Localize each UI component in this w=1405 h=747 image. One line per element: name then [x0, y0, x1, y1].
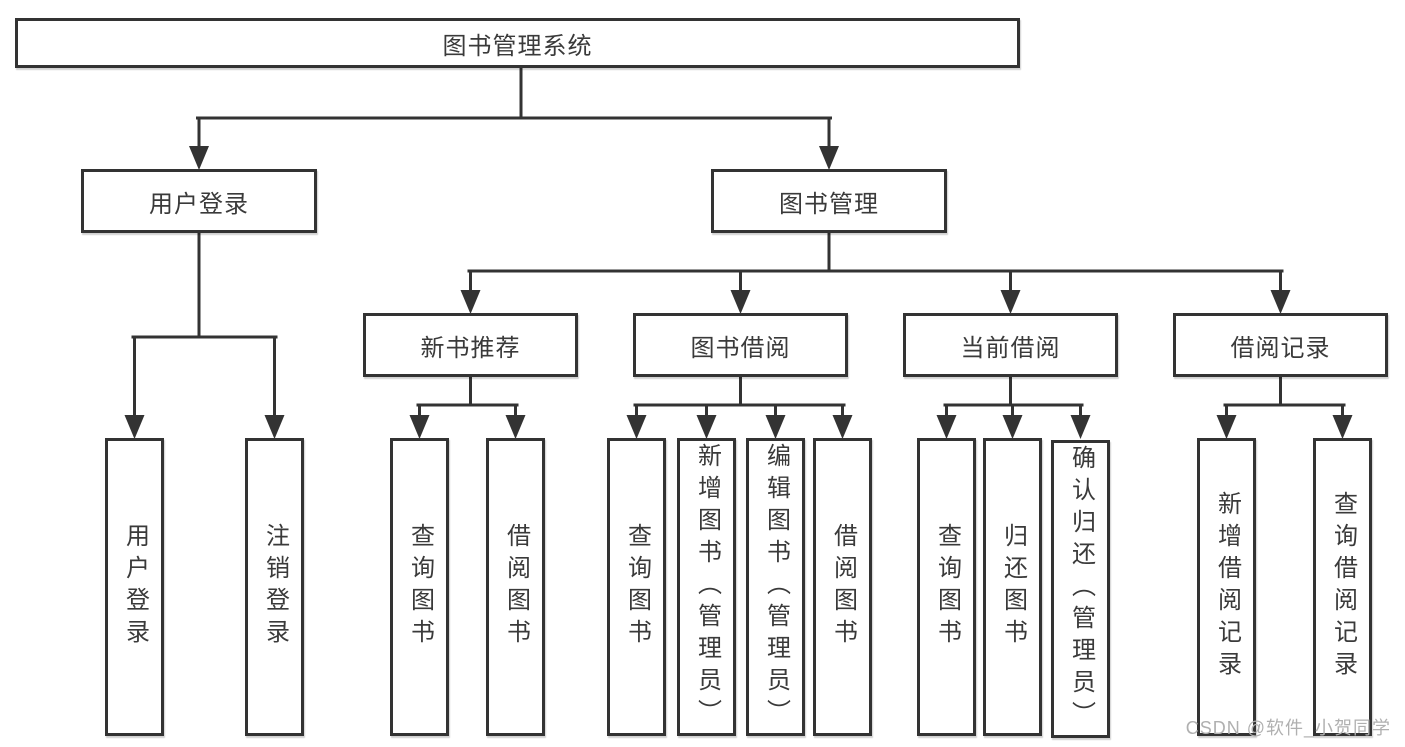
node-user-login: 用户登录 — [81, 169, 317, 233]
node-book-borrowing-label: 图书借阅 — [690, 334, 791, 362]
leaf-current-return-books-label: 归还图书 — [999, 523, 1027, 651]
node-user-login-label: 用户登录 — [149, 190, 249, 218]
leaf-borrow-edit-books-admin-label: 编辑图书（管理员） — [762, 443, 790, 731]
leaf-newrec-query-books: 查询图书 — [390, 438, 449, 736]
leaf-borrow-add-books-admin: 新增图书（管理员） — [677, 438, 736, 736]
leaf-current-query-books: 查询图书 — [917, 438, 976, 736]
leaf-records-query-record: 查询借阅记录 — [1313, 438, 1372, 736]
leaf-logout-label: 注销登录 — [261, 523, 289, 651]
node-borrowing-records-label: 借阅记录 — [1230, 334, 1331, 362]
node-book-borrowing: 图书借阅 — [633, 313, 848, 377]
node-new-book-recommend: 新书推荐 — [363, 313, 578, 377]
node-book-management: 图书管理 — [711, 169, 947, 233]
leaf-records-query-record-label: 查询借阅记录 — [1329, 491, 1357, 683]
leaf-newrec-query-books-label: 查询图书 — [406, 523, 434, 651]
leaf-borrow-borrow-books-label: 借阅图书 — [829, 523, 857, 651]
csdn-watermark: CSDN @软件_小贺同学 — [1185, 718, 1391, 738]
leaf-borrow-edit-books-admin: 编辑图书（管理员） — [746, 438, 805, 736]
leaf-borrow-add-books-admin-label: 新增图书（管理员） — [693, 443, 721, 731]
leaf-newrec-borrow-books-label: 借阅图书 — [502, 523, 530, 651]
node-root-label: 图书管理系统 — [442, 32, 593, 60]
leaf-records-add-record: 新增借阅记录 — [1197, 438, 1256, 736]
leaf-current-confirm-return-admin: 确认归还（管理员） — [1051, 440, 1110, 738]
leaf-user-login-label: 用户登录 — [121, 523, 149, 651]
leaf-borrow-query-books: 查询图书 — [607, 438, 666, 736]
node-new-book-recommend-label: 新书推荐 — [420, 334, 521, 362]
leaf-current-return-books: 归还图书 — [983, 438, 1042, 736]
leaf-user-login: 用户登录 — [105, 438, 164, 736]
leaf-newrec-borrow-books: 借阅图书 — [486, 438, 545, 736]
leaf-current-query-books-label: 查询图书 — [933, 523, 961, 651]
leaf-current-confirm-return-admin-label: 确认归还（管理员） — [1067, 445, 1095, 733]
node-current-borrowing-label: 当前借阅 — [960, 334, 1061, 362]
node-current-borrowing: 当前借阅 — [903, 313, 1118, 377]
leaf-logout: 注销登录 — [245, 438, 304, 736]
leaf-records-add-record-label: 新增借阅记录 — [1213, 491, 1241, 683]
node-root: 图书管理系统 — [15, 18, 1020, 68]
node-book-management-label: 图书管理 — [779, 190, 879, 218]
node-borrowing-records: 借阅记录 — [1173, 313, 1388, 377]
leaf-borrow-borrow-books: 借阅图书 — [813, 438, 872, 736]
leaf-borrow-query-books-label: 查询图书 — [623, 523, 651, 651]
